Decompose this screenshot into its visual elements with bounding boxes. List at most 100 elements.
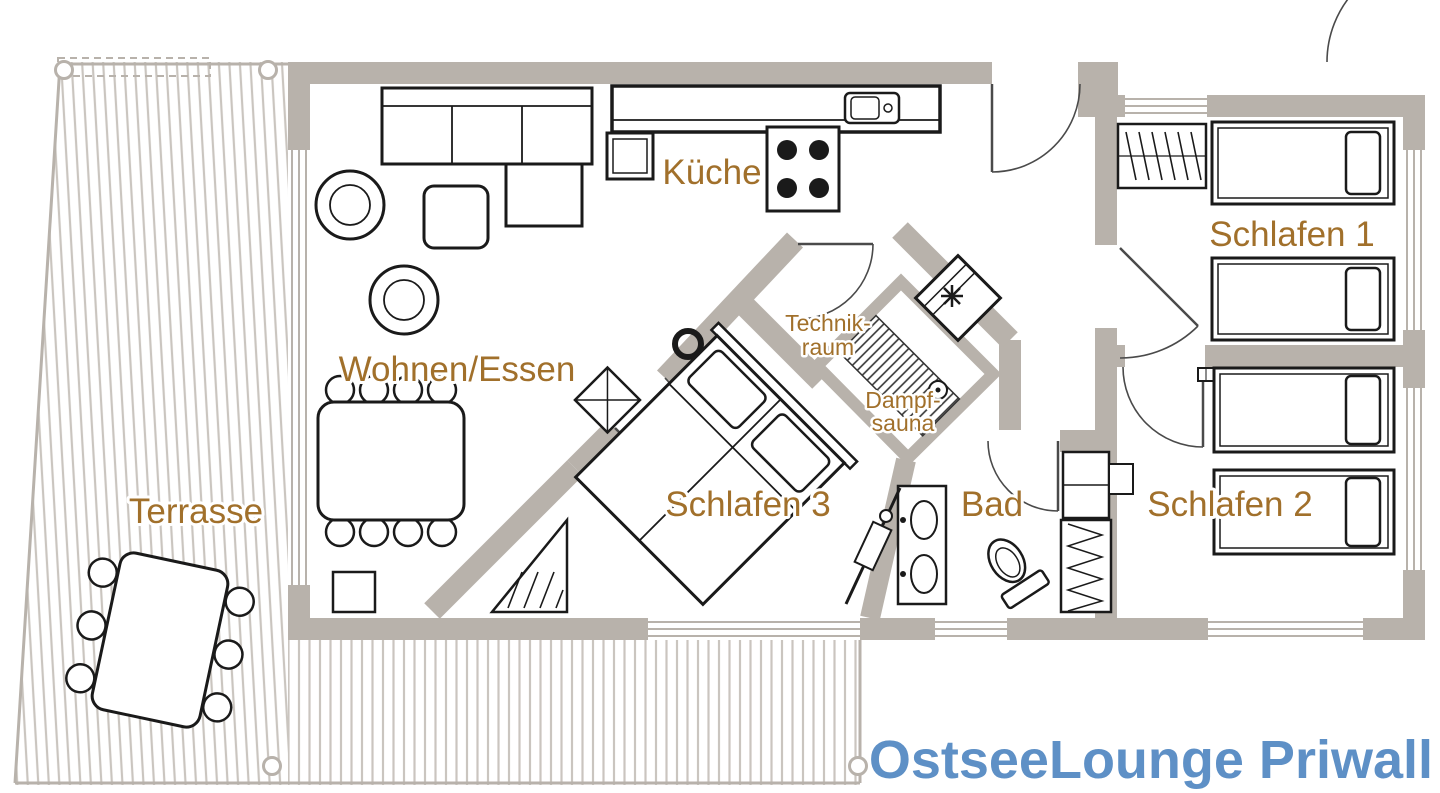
wall-bedrooms-div-a [1095,345,1125,367]
terrace-post [258,60,278,80]
burner [809,140,829,160]
toilet-tank [1000,569,1050,610]
sofa-chaise [504,162,584,228]
sauna-furniture [838,253,1003,437]
bedroom2-furniture [1212,366,1396,556]
sauna-walls [808,273,1002,467]
dining-set [316,374,466,548]
faucet [900,571,906,577]
label-bedroom2: Schlafen 2 [1147,485,1312,524]
kitchen-appliance-inner [612,138,648,174]
kitchen-sink [843,91,901,125]
bed-inner [1217,263,1389,335]
label-tech-line1: Technik- [785,310,871,336]
wall-left-a [288,62,310,150]
sink-basin [910,554,938,594]
wardrobe-hanger [1125,131,1137,181]
terrace-table [90,551,230,729]
pillow [750,413,831,493]
side-table [331,570,377,614]
wall-top-main [288,62,992,84]
label-kitchen: Küche [662,153,761,192]
terrace-post [848,756,868,776]
faucet [900,517,906,523]
kitchen-faucet [883,103,893,113]
blanket-line [668,383,797,512]
sauna-heater-star [941,285,963,307]
armchair-seat [383,279,425,321]
bed-divider [638,398,782,542]
bed-inner [1219,373,1389,447]
wall-niche [1108,463,1134,495]
tech-room-door [797,242,874,320]
dining-chair [392,516,424,548]
bath-door [987,440,1060,512]
room-labels: Terrasse Wohnen/Essen Küche Technik- rau… [126,150,1378,534]
toilet-group [987,538,1050,610]
terrace-post [54,60,74,80]
hall-wardrobe [1059,518,1113,614]
pillow [1344,374,1382,446]
bedroom3-furniture [489,321,859,614]
terrace-deck [13,57,868,785]
living-furniture [314,86,594,614]
wardrobe-hanger [555,589,564,609]
wardrobe-hanging-symbol [1065,523,1105,612]
window-bedroom1-top [1125,95,1207,117]
wall-hall-vert [999,340,1021,430]
burner [777,140,797,160]
dining-table [316,400,466,522]
armchair [368,264,440,336]
wardrobe-hanger [523,571,539,609]
window-bath-bottom [935,618,1007,640]
wardrobe-hanger [1177,131,1189,181]
sauna-light-dot [935,387,941,393]
pillow [1344,130,1382,196]
wardrobe-hanger [1190,131,1202,181]
sink-basin [910,500,938,540]
heater-line [923,263,968,308]
label-bath: Bad [961,485,1023,524]
window-bedroom2-bottom [1208,618,1363,640]
sofa [380,86,594,166]
armchair [314,169,386,241]
pillow [1344,266,1382,332]
terrace-table-group [65,551,255,729]
label-sauna-line1: Dampf- [865,387,940,413]
bed-inner [1217,127,1389,199]
kitchen-furniture [605,84,942,213]
label-bedroom1: Schlafen 1 [1209,215,1374,254]
shower-head [879,509,893,523]
bedroom1-door [1119,247,1199,359]
wardrobe-hanger [1164,131,1176,181]
pillow [1344,476,1382,548]
bath-furniture [844,484,1050,610]
wardrobe-hanger [1151,131,1163,181]
hall-furniture [1059,450,1134,614]
dining-chair [426,516,458,548]
shower-seat-group [853,520,893,572]
wall-top-right-b [1207,95,1425,117]
wardrobe-hanger [507,571,523,609]
coffee-table [422,184,490,250]
wall-bottom-b [860,618,935,640]
bedside-lamp [672,328,704,360]
wall-right-a [1403,95,1425,150]
pillow [687,349,767,430]
vanity [896,484,948,606]
wall-bedrooms-vert-a [1095,117,1117,245]
label-bedroom3: Schlafen 3 [665,485,830,524]
window-bedroom2-right [1403,388,1425,570]
wardrobe-hanger [539,571,555,609]
wardrobe-hanger [1138,131,1150,181]
windows [288,95,1425,640]
window-bedroom3-bottom [648,618,860,640]
kitchen-sink-basin [850,96,880,120]
label-tech-line2: raum [802,334,854,360]
shower-seat [853,520,893,572]
wall-bottom-d [1363,618,1425,640]
window-bedroom1-right [1403,150,1425,330]
kitchen-appliance [605,131,655,181]
